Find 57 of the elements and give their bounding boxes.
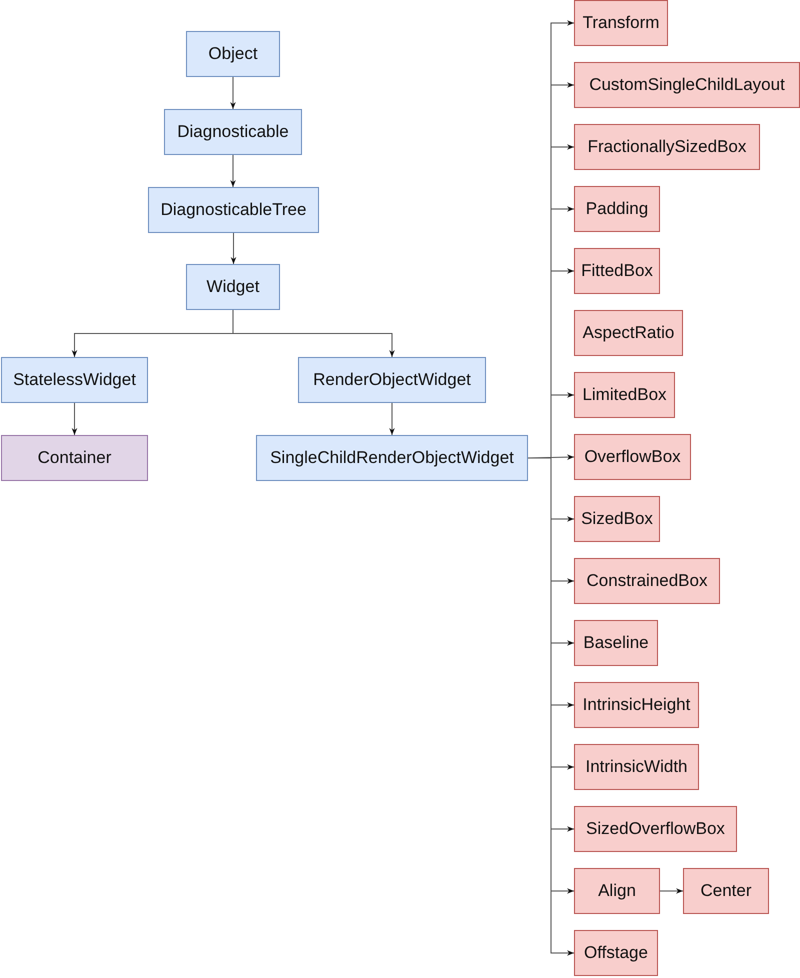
class-box [1, 435, 148, 481]
class-box [148, 187, 319, 233]
class-box [256, 435, 528, 481]
class-name: OverflowBox [584, 447, 681, 467]
class-name: CustomSingleChildLayout [589, 75, 785, 95]
class-box [574, 124, 760, 170]
class-name: Baseline [583, 633, 649, 653]
class-box [574, 682, 699, 728]
class-name: FractionallySizedBox [588, 137, 746, 157]
class-box [574, 806, 737, 852]
class-box [186, 31, 280, 77]
arrow [230, 154, 236, 188]
class-box [574, 248, 660, 294]
arrow [389, 402, 395, 436]
class-box [574, 0, 668, 46]
class-name: AspectRatio [582, 323, 674, 343]
class-name: FittedBox [581, 261, 653, 281]
class-name: Offstage [584, 943, 648, 963]
class-box [574, 372, 675, 418]
class-name: Transform [582, 13, 660, 33]
class-name: Widget [206, 277, 260, 297]
class-name: IntrinsicHeight [582, 695, 690, 715]
class-name: DiagnosticableTree [160, 200, 306, 220]
class-name: ConstrainedBox [586, 571, 708, 591]
class-box [298, 357, 486, 403]
class-name: StatelessWidget [13, 370, 136, 390]
class-name: Diagnosticable [177, 122, 289, 142]
arrow [230, 232, 236, 264]
class-name: Object [208, 44, 258, 64]
class-box [574, 310, 683, 356]
class-box [683, 868, 769, 914]
class-name: LimitedBox [582, 385, 667, 405]
arrow [230, 76, 236, 110]
arrow [232, 310, 395, 358]
class-box [574, 62, 800, 108]
class-box [574, 496, 660, 542]
class-box [574, 620, 658, 666]
class-box [1, 357, 148, 403]
class-box [574, 868, 660, 914]
class-box [574, 930, 658, 976]
class-name: SizedBox [581, 509, 653, 529]
class-name: SizedOverflowBox [586, 819, 725, 839]
class-box [186, 264, 280, 310]
class-box [574, 744, 699, 790]
class-name: Padding [586, 199, 648, 219]
class-box [574, 186, 660, 232]
class-name: Align [598, 881, 636, 901]
class-box [574, 434, 691, 480]
class-name: SingleChildRenderObjectWidget [270, 448, 514, 468]
class-name: RenderObjectWidget [313, 370, 471, 390]
arrow [72, 402, 78, 436]
class-box [574, 558, 720, 604]
class-name: Center [700, 881, 752, 901]
class-box [164, 109, 302, 155]
class-name: IntrinsicWidth [585, 757, 688, 777]
arrow [660, 888, 684, 894]
class-name: Container [38, 448, 112, 468]
